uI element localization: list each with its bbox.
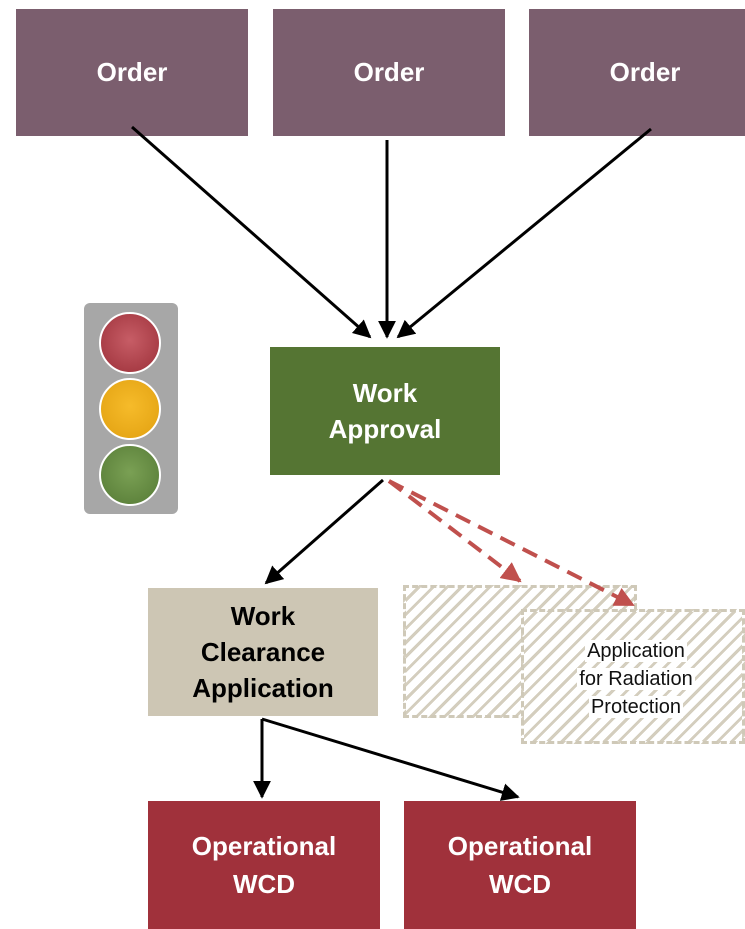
work-clearance-line-1: Work (230, 601, 296, 631)
order-label-2: Order (353, 57, 425, 87)
work-clearance-line-3: Application (192, 673, 334, 703)
operational-wcd-box-1[interactable]: Operational WCD (148, 801, 380, 929)
work-clearance-application-box[interactable]: Work Clearance Application (148, 588, 378, 716)
radiation-protection-label: Application for Radiation Protection (528, 612, 744, 746)
wcd-2-line-2: WCD (488, 869, 552, 899)
arrow-order1-to-approval (131, 125, 372, 339)
dashed-arrow-approval-to-radiation (388, 479, 635, 607)
traffic-light-icon (84, 303, 178, 514)
red-light-icon (99, 312, 161, 374)
order-box-2[interactable]: Order (273, 9, 505, 136)
operational-wcd-box-2[interactable]: Operational WCD (404, 801, 636, 929)
work-approval-line-1: Work (352, 378, 418, 408)
arrow-approval-to-clearance (264, 478, 384, 585)
radiation-line-2: for Radiation (577, 668, 695, 690)
wcd-2-line-1: Operational (447, 831, 593, 861)
order-box-1[interactable]: Order (16, 9, 248, 136)
order-label-3: Order (609, 57, 681, 87)
work-approval-box[interactable]: Work Approval (270, 347, 500, 475)
arrow-clearance-to-wcd-2 (261, 717, 520, 801)
radiation-line-3: Protection (588, 696, 684, 718)
dashed-arrow-approval-to-placeholder (387, 479, 522, 583)
work-approval-line-2: Approval (328, 414, 442, 444)
green-light-icon (99, 444, 161, 506)
order-box-3[interactable]: Order (529, 9, 745, 136)
wcd-1-line-2: WCD (232, 869, 296, 899)
yellow-light-icon (99, 378, 161, 440)
wcd-1-line-1: Operational (191, 831, 337, 861)
order-label-1: Order (96, 57, 168, 87)
work-clearance-line-2: Clearance (200, 637, 326, 667)
radiation-line-1: Application (585, 640, 687, 662)
arrow-order3-to-approval (396, 127, 652, 339)
